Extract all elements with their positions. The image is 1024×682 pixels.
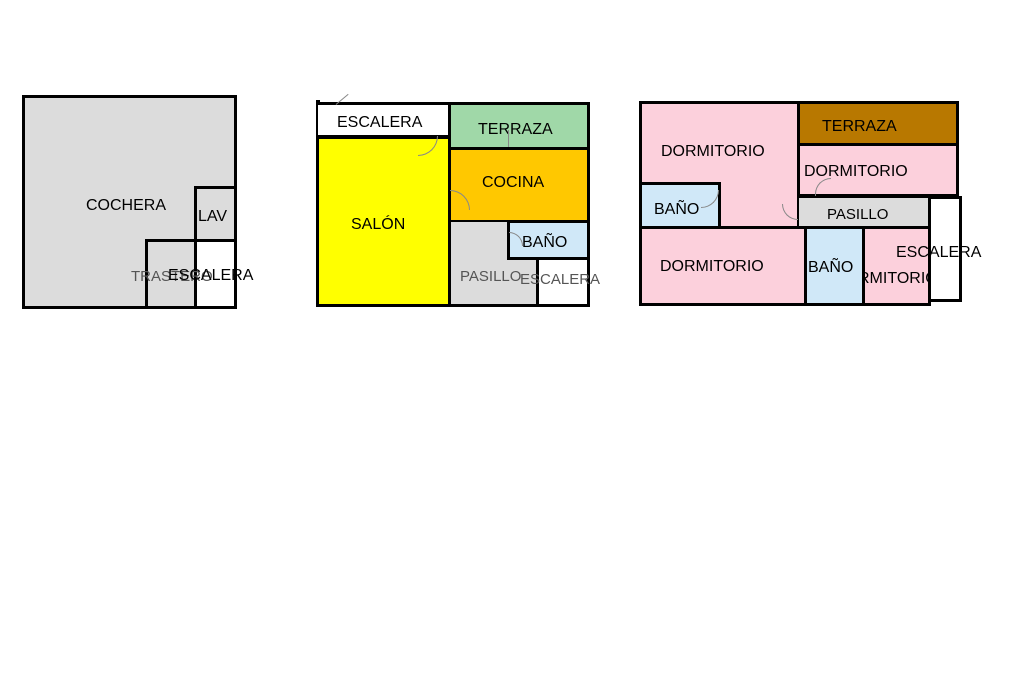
room-escalera-bottom	[536, 257, 590, 307]
label-pasillo: PASILLO	[460, 268, 522, 285]
label-terraza-brown: TERRAZA	[822, 118, 897, 135]
room-dormitorio-bottom	[639, 226, 816, 306]
label-lav: LAV	[198, 208, 228, 225]
label-bano-left: BAÑO	[654, 201, 700, 218]
label-escalera-bottom: ESCALERA	[520, 271, 601, 288]
label-bano-bottom: BAÑO	[808, 259, 854, 276]
label-salon: SALÓN	[351, 216, 406, 233]
label-terraza-green: TERRAZA	[478, 121, 553, 138]
label-dormitorio-bottom: DORMITORIO	[660, 258, 764, 275]
label-dormitorio-large: DORMITORIO	[661, 143, 765, 160]
label-cocina: COCINA	[482, 174, 545, 191]
label-escalera-top: ESCALERA	[337, 114, 423, 131]
label-bano: BAÑO	[522, 234, 568, 251]
room-terraza-green	[448, 102, 590, 150]
room-escalera-top	[318, 102, 451, 138]
label-pasillo: PASILLO	[827, 206, 889, 223]
room-dormitorio-small: DORMITORIO	[862, 226, 931, 306]
door-line-terraza	[508, 130, 509, 147]
label-dormitorio-right: DORMITORIO	[804, 163, 908, 180]
label-dormitorio-small: DORMITORIO	[865, 270, 928, 287]
room-escalera	[928, 196, 962, 302]
label-escalera: ESCALERA	[896, 244, 982, 261]
room-bano-bottom	[804, 226, 865, 306]
room-pasillo	[448, 220, 539, 307]
label-cochera: COCHERA	[86, 197, 167, 214]
label-escalera: ESCALERA	[168, 267, 254, 284]
room-escalera	[194, 239, 237, 309]
label-trastero: TRASTERO	[131, 268, 213, 285]
room-salon	[316, 136, 451, 307]
room-trastero	[145, 239, 197, 309]
